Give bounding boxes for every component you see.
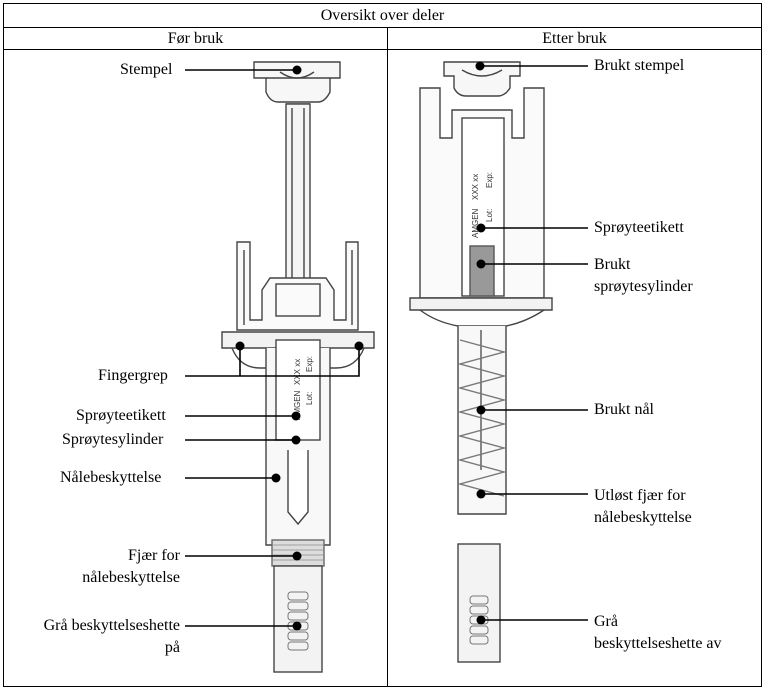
- before-use-syringe-drawing: [221, 61, 375, 673]
- parts-overview-table: Oversikt over deler Før bruk Etter bruk: [3, 3, 762, 687]
- syringe-exp-text-left: Exp:: [305, 356, 314, 372]
- label-released-spring-line1: Utløst fjær for: [594, 487, 686, 504]
- syringe-model-text-right: XXX xx: [471, 174, 480, 200]
- label-syringe-label-right: Sprøyteetikett: [594, 219, 684, 236]
- label-used-plunger: Brukt stempel: [594, 57, 685, 74]
- label-needle-guard-spring-line1: Fjær for: [128, 547, 180, 564]
- label-needle-guard-spring-line2: nålebeskyttelse: [82, 569, 180, 586]
- label-used-needle: Brukt nål: [594, 401, 654, 418]
- label-plunger: Stempel: [120, 61, 173, 78]
- removed-grey-cap-drawing: [457, 543, 501, 663]
- label-released-spring-line2: nålebeskyttelse: [594, 509, 692, 526]
- label-grey-cap-on-line2: på: [164, 639, 180, 656]
- syringe-exp-text-right: Exp:: [485, 172, 494, 188]
- label-used-barrel-line1: Brukt: [594, 256, 631, 273]
- label-syringe-barrel: Sprøytesylinder: [62, 431, 164, 448]
- label-used-barrel-line2: sprøytesylinder: [594, 278, 693, 295]
- label-grey-cap-off-line1: Grå: [594, 613, 618, 630]
- label-grey-cap-off-line2: beskyttelseshette av: [594, 635, 722, 652]
- syringe-lot-text-left: Lot:: [305, 392, 314, 405]
- syringe-brand-text-right: AMGEN: [471, 208, 480, 238]
- syringe-lot-text-right: Lot:: [485, 209, 494, 222]
- syringe-model-text-left: XXX xx: [293, 359, 302, 385]
- label-syringe-label-left: Sprøyteetikett: [76, 407, 166, 424]
- syringe-brand-text-left: AMGEN: [293, 390, 302, 420]
- label-grey-cap-on-line1: Grå beskyttelseshette: [43, 617, 180, 634]
- column-header-after-use: Etter bruk: [388, 28, 761, 50]
- label-finger-grip: Fingergrep: [98, 367, 168, 384]
- after-use-syringe-drawing: [409, 61, 553, 515]
- column-header-before-use: Før bruk: [4, 28, 387, 50]
- table-title: Oversikt over deler: [4, 4, 761, 28]
- column-divider: [387, 28, 388, 686]
- label-needle-guard: Nålebeskyttelse: [60, 469, 162, 486]
